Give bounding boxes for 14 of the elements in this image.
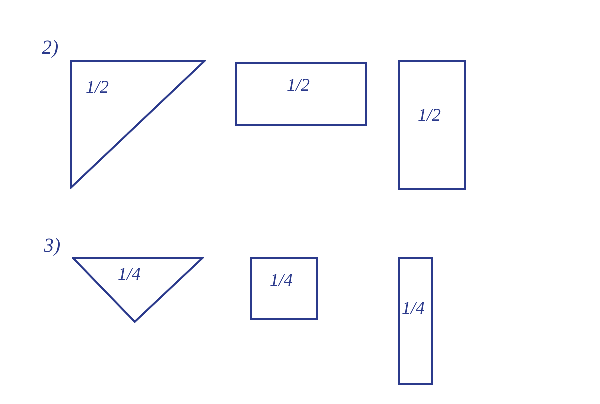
task-number: 3) — [44, 236, 61, 256]
fraction-label: 1/4 — [402, 299, 426, 317]
fraction-label: 1/2 — [287, 76, 310, 94]
rectangle-shape — [250, 257, 318, 320]
fraction-label: 1/4 — [270, 271, 294, 289]
task-number: 2) — [42, 38, 59, 58]
triangle-shape — [72, 257, 204, 323]
fraction-label: 1/4 — [118, 265, 142, 283]
rectangle-shape — [398, 60, 466, 190]
rectangle-shape — [398, 257, 433, 385]
fraction-label: 1/2 — [418, 106, 442, 124]
fraction-label: 1/2 — [86, 78, 110, 96]
rectangle-shape — [235, 62, 367, 126]
triangle-shape — [70, 60, 206, 189]
